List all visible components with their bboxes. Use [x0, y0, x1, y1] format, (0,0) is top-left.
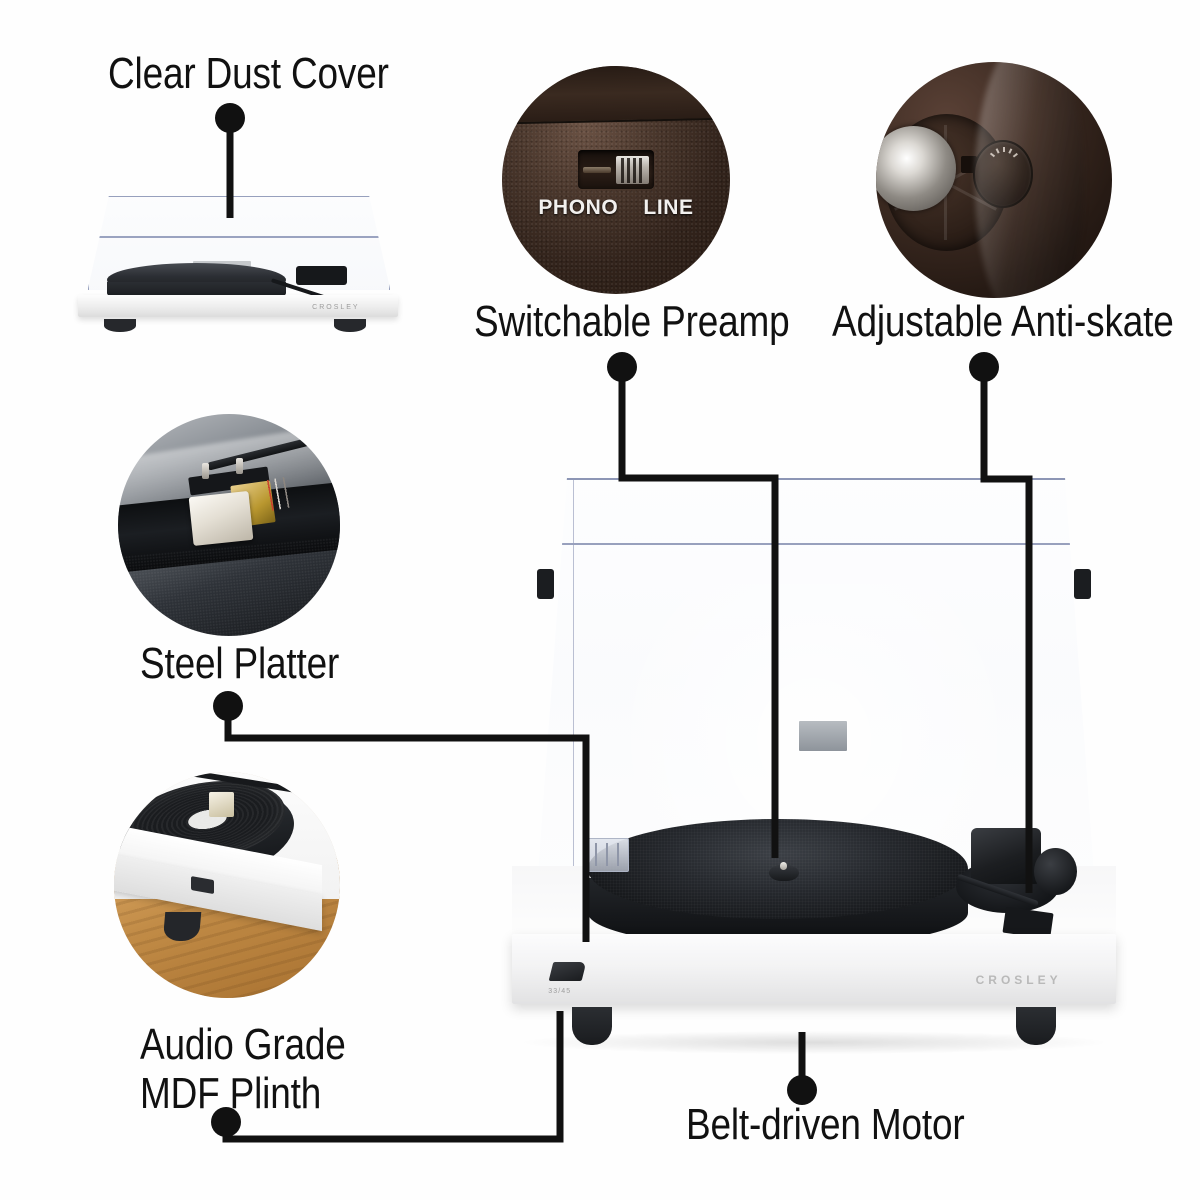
drop-shadow: [524, 1030, 1104, 1055]
dust-cover-hinge-right: [1073, 569, 1091, 600]
preamp-switch-stem: [582, 167, 612, 174]
switchable-preamp-photo: PHONO LINE: [502, 66, 730, 294]
headshell: [188, 490, 254, 546]
brand-small: CROSLEY: [312, 304, 360, 312]
plinth-small: [78, 295, 398, 318]
foot-right: [1016, 1007, 1056, 1046]
dust-cover-seam: [538, 542, 1094, 545]
speed-switch: [548, 961, 587, 981]
anti-skate-photo: [876, 62, 1112, 298]
dot-adjustable-anti-skate: [969, 352, 999, 382]
dust-cover-left-edge: [572, 480, 574, 898]
preamp-switch-labels: PHONO LINE: [502, 196, 730, 220]
chassis-top-edge: [502, 66, 730, 126]
callout-label-audio-grade-mdf-plinth: Audio Grade MDF Plinth: [140, 1020, 392, 1119]
preamp-label-line: LINE: [643, 195, 694, 219]
brand-logo: CROSLEY: [975, 972, 1062, 987]
preamp-label-phono: PHONO: [538, 195, 619, 219]
tonearm-base-small: [295, 265, 347, 285]
plinth: [512, 933, 1116, 1005]
callout-label-line-1: Audio Grade: [140, 1020, 346, 1069]
preamp-switch-well: [578, 150, 654, 190]
dot-steel-platter: [213, 691, 243, 721]
headshell-pin-right: [235, 458, 243, 475]
counterweight: [1034, 848, 1077, 896]
bearing-cap: [876, 125, 957, 211]
foot-small-right: [334, 318, 366, 333]
speed-switch-label: 33/45: [548, 988, 572, 996]
callout-label-belt-driven-motor: Belt-driven Motor: [686, 1100, 965, 1149]
dot-switchable-preamp: [607, 352, 637, 382]
turntable-with-dust-cover-photo: CROSLEY: [78, 190, 398, 338]
callout-label-line-2: MDF Plinth: [140, 1069, 322, 1119]
callout-label-switchable-preamp: Switchable Preamp: [474, 297, 790, 346]
headshell-pin-left: [202, 462, 210, 479]
mdf-plinth-photo: [114, 772, 340, 998]
foot-small-left: [103, 318, 136, 333]
spindle: [768, 862, 799, 881]
headshell-inset: [208, 792, 234, 818]
dust-cover-hinge-left: [537, 569, 555, 600]
steel-platter-photo: [118, 414, 340, 636]
dust-cover-seam-small: [88, 236, 390, 238]
callout-label-clear-dust-cover: Clear Dust Cover: [108, 49, 389, 98]
dot-clear-dust-cover: [215, 103, 245, 133]
dust-cover-badge: [797, 720, 848, 753]
callout-label-steel-platter: Steel Platter: [140, 639, 340, 688]
turntable-main-photo: 33/45 CROSLEY: [512, 478, 1116, 1066]
callout-label-adjustable-anti-skate: Adjustable Anti-skate: [832, 297, 1174, 346]
tonearm-pivot: [971, 827, 1041, 884]
preamp-switch-lever: [616, 155, 650, 185]
foot-left: [572, 1007, 612, 1046]
anti-skate-dial: [972, 139, 1034, 208]
plastic-sheen: [975, 62, 1084, 298]
cover-clamp: [584, 837, 629, 872]
